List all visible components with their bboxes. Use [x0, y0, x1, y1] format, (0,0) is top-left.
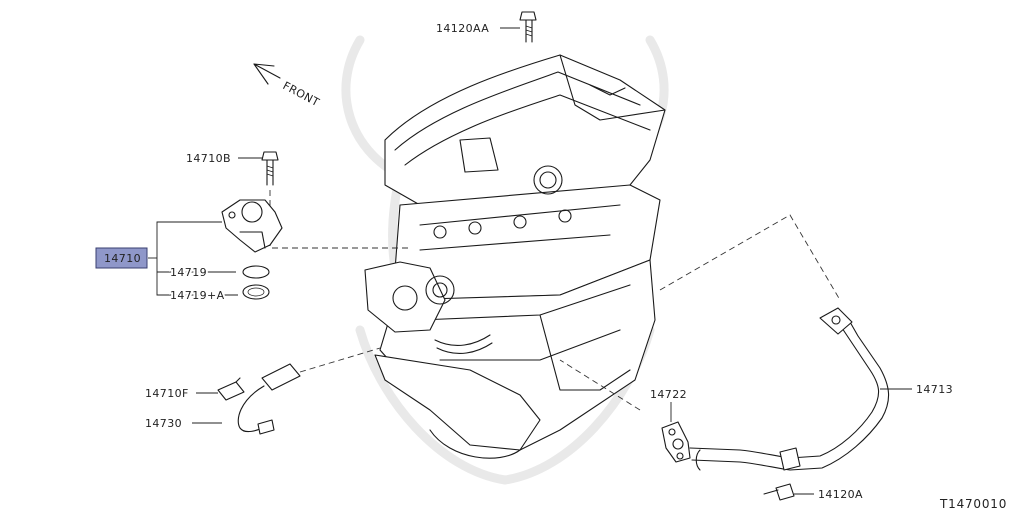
front-label: FRONT	[281, 79, 322, 109]
solenoid-valve	[221, 199, 283, 253]
label-egr-tube: 14713	[916, 383, 953, 396]
bolt-sensor	[261, 151, 279, 186]
bolt-bottom	[763, 483, 795, 501]
label-bolt-bottom: 14120A	[818, 488, 863, 501]
label-gasket: 14722	[650, 388, 687, 401]
engine-block	[364, 54, 666, 459]
label-harness: 14730	[145, 417, 182, 430]
front-arrow: FRONT	[253, 63, 322, 109]
label-bolt-sensor: 14710B	[186, 152, 231, 165]
egr-tube	[689, 307, 890, 471]
oring	[242, 265, 270, 279]
label-oring-a: 14719+A	[170, 289, 225, 302]
label-bolt-top: 14120AA	[436, 22, 489, 35]
label-solenoid: 14710	[104, 252, 141, 265]
bolt-top	[519, 11, 537, 43]
label-bracket: 14710F	[145, 387, 189, 400]
label-oring: 14719	[170, 266, 207, 279]
oring-a	[242, 284, 270, 300]
gasket	[661, 421, 691, 463]
diagram-code: T1470010	[939, 497, 1007, 511]
sensor-harness	[237, 363, 301, 435]
harness-bracket	[217, 377, 245, 401]
solenoid-highlight-box	[95, 247, 148, 269]
